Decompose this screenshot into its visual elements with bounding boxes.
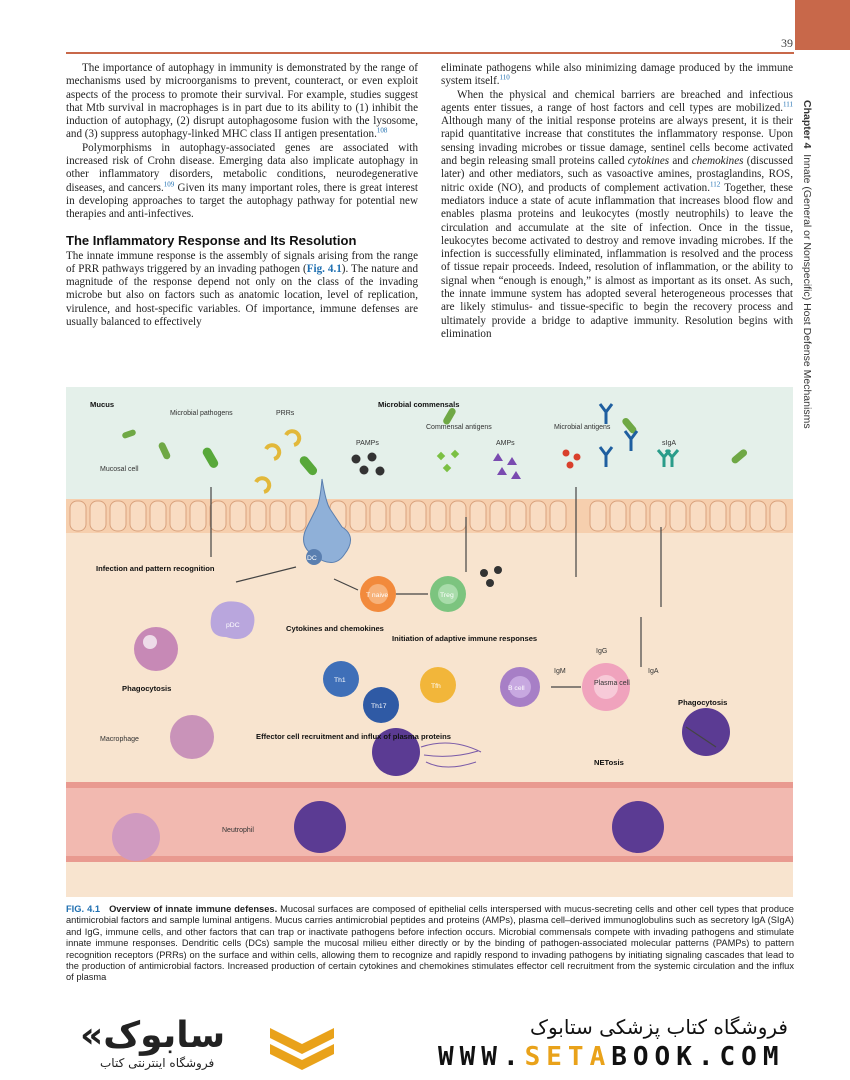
reference[interactable]: 112 — [709, 179, 721, 188]
paragraph: Polymorphisms in autophagy-associated ge… — [66, 141, 418, 221]
paragraph: The innate immune response is the assemb… — [66, 249, 418, 329]
store-name: فروشگاه کتاب پزشکی ستابوک — [530, 1015, 788, 1039]
b-cell-label: B cell — [508, 685, 525, 692]
th1-cell — [323, 661, 359, 697]
caption-text: Mucosal surfaces are composed of epithel… — [66, 904, 794, 983]
pathway-arrows — [210, 487, 717, 748]
book-logo-icon — [270, 1028, 334, 1070]
macrophage-label: Macrophage — [100, 736, 139, 743]
pamps-label: PAMPs — [356, 440, 379, 447]
effector-label: Effector cell recruitment and influx of … — [256, 732, 451, 741]
infection-label: Infection and pattern recognition — [96, 564, 215, 573]
pdc-cell — [210, 601, 255, 639]
igm-label: IgM — [554, 668, 566, 675]
netosis-label: NETosis — [594, 758, 624, 767]
amps-icon — [493, 453, 521, 479]
chapter-label: Chapter 4 — [801, 100, 813, 149]
siga-icon — [656, 449, 680, 467]
initiation-label: Initiation of adaptive immune responses — [392, 634, 537, 643]
treg-cell — [430, 576, 466, 612]
dc-label: DC — [307, 555, 317, 562]
pathogens-label: Microbial pathogens — [170, 410, 233, 417]
reference[interactable]: 108 — [376, 126, 388, 135]
amps-label: AMPs — [496, 440, 515, 447]
pathogen-icon — [202, 447, 318, 476]
siga-label: sIgA — [662, 440, 676, 447]
phagocytosis-left-label: Phagocytosis — [122, 684, 171, 693]
reference[interactable]: 110 — [499, 73, 510, 82]
igg-icon — [598, 403, 639, 467]
figure-label: FIG. 4.1 — [66, 904, 101, 914]
commensal-antigens-icon — [436, 449, 460, 473]
plasma-cell-label: Plasma cell — [594, 680, 630, 687]
figure-4-1: Mucus Microbial pathogens PRRs Microbial… — [66, 387, 793, 897]
th17-cell — [363, 687, 399, 723]
paragraph: eliminate pathogens while also minimizin… — [441, 62, 793, 88]
net-strands — [420, 742, 482, 768]
pamps-icon — [351, 452, 385, 476]
chapter-sidebar: Chapter 4 Innate (General or Nonspecific… — [795, 100, 819, 480]
figure-caption: FIG. 4.1 Overview of innate immune defen… — [66, 904, 794, 992]
right-column: eliminate pathogens while also minimizin… — [441, 62, 793, 341]
tfh-label: Tfh — [431, 683, 441, 690]
mucus-label: Mucus — [90, 400, 114, 409]
th1-label: Th1 — [334, 677, 346, 684]
mucus-layer — [66, 387, 793, 499]
neutrophil-cell — [294, 708, 730, 853]
igg-label: IgG — [596, 648, 607, 655]
footer-banner — [0, 995, 850, 1080]
page-number: 39 — [781, 36, 793, 50]
paragraph: The importance of autophagy in immunity … — [66, 62, 418, 141]
store-logo-subtitle: فروشگاه اینترنتی کتاب — [100, 1056, 215, 1070]
corner-accent — [795, 0, 850, 50]
th17-label: Th17 — [371, 703, 387, 710]
neutrophil-label: Neutrophil — [222, 827, 254, 834]
microbial-antigens-icon — [562, 449, 581, 469]
reference[interactable]: 109 — [163, 179, 175, 188]
epithelium — [66, 499, 793, 533]
macrophage-cell — [112, 715, 214, 861]
mucosal-cell-label: Mucosal cell — [100, 466, 139, 473]
t-naive-label: T naive — [366, 592, 388, 599]
chapter-title: Innate (General or Nonspecific) Host Def… — [801, 154, 813, 429]
pamps-icon — [480, 566, 502, 587]
store-url[interactable]: WWW.SETABOOK.COM — [438, 1042, 785, 1072]
section-heading: The Inflammatory Response and Its Resolu… — [66, 232, 357, 248]
dendritic-cell — [303, 478, 351, 565]
left-column: The importance of autophagy in immunity … — [66, 62, 418, 329]
microbial-antigens-label: Microbial antigens — [554, 424, 611, 431]
b-cell — [500, 667, 540, 707]
figure-link[interactable]: Fig. 4.1 — [306, 262, 342, 275]
blood-vessel — [66, 782, 793, 862]
phagocyte-cell — [134, 627, 178, 671]
store-logo: «سابوک — [80, 1015, 226, 1056]
reference[interactable]: 111 — [783, 100, 793, 109]
commensals-label: Microbial commensals — [378, 400, 459, 409]
treg-label: Treg — [440, 592, 454, 599]
figure-title: Overview of innate immune defenses. — [109, 904, 278, 914]
commensal-antigens-label: Commensal antigens — [426, 424, 492, 431]
cytokines-label: Cytokines and chemokines — [286, 624, 384, 633]
prrs-label: PRRs — [276, 410, 295, 417]
phagocytosis-right-label: Phagocytosis — [678, 698, 727, 707]
tfh-cell — [420, 667, 456, 703]
pdc-label: pDC — [226, 622, 240, 629]
t-naive-cell — [360, 576, 396, 612]
commensal-microbes — [122, 407, 748, 464]
iga-label: IgA — [648, 668, 659, 675]
plasma-cell — [582, 663, 630, 711]
header-rule — [66, 52, 794, 54]
paragraph: When the physical and chemical barriers … — [441, 88, 793, 340]
prr-icon — [254, 429, 302, 494]
